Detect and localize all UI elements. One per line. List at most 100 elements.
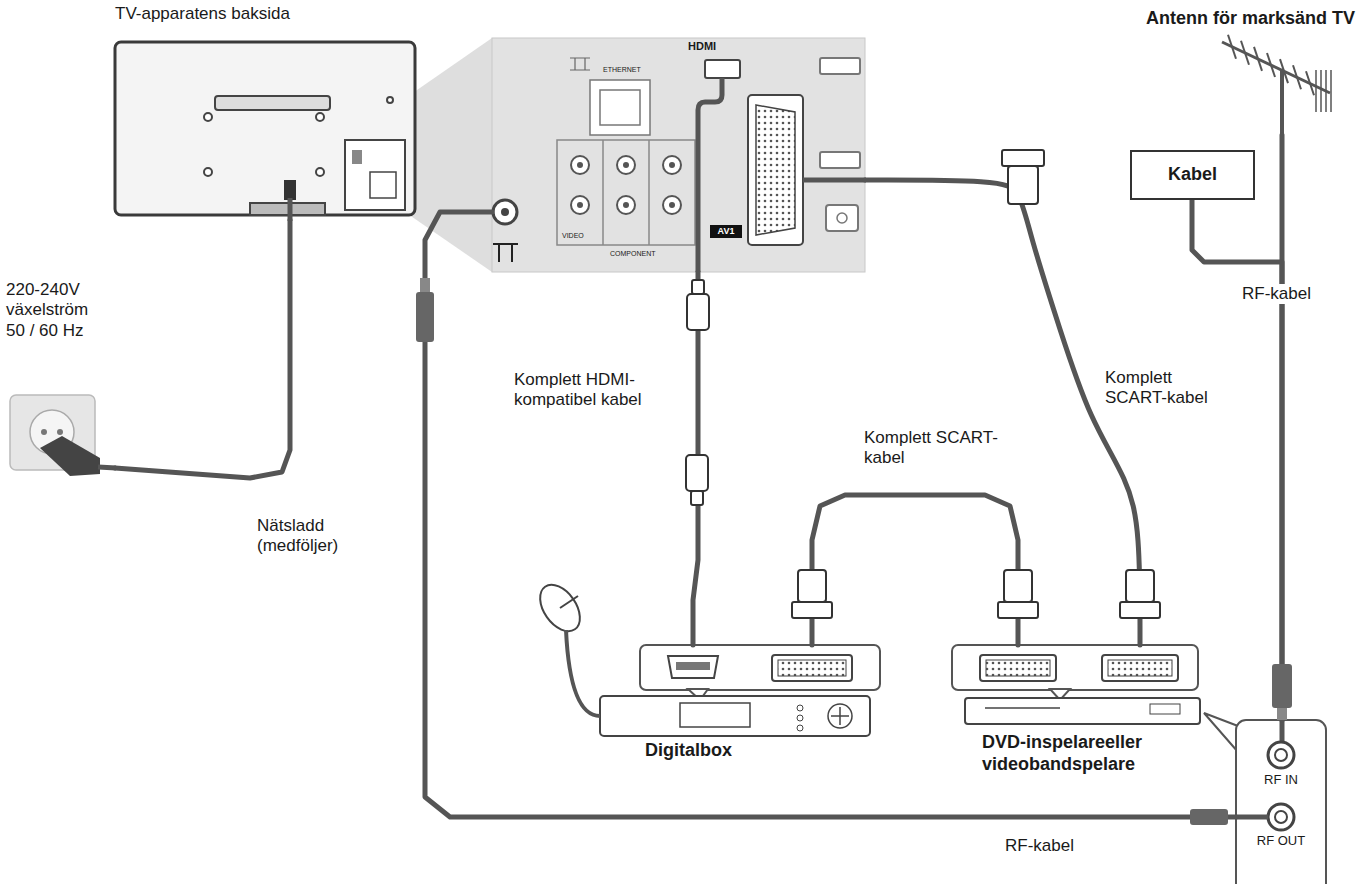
- digital-box: [797, 705, 803, 711]
- port-label: AV1: [710, 225, 742, 238]
- wall-socket: [10, 395, 116, 476]
- antenna: [1222, 42, 1330, 93]
- tv-back: [115, 42, 415, 215]
- tv-back: [345, 140, 405, 210]
- tv-back: [370, 172, 396, 198]
- scart-plug: [998, 602, 1038, 618]
- antenna: [1254, 47, 1262, 71]
- cable-label: RF-kabel: [1003, 836, 1076, 856]
- rf-plug: [1190, 809, 1228, 825]
- connection-panel: [663, 156, 681, 174]
- antenna: [1280, 59, 1288, 83]
- tv-set: TV-apparatens baksida: [110, 2, 420, 220]
- scart-plug: [798, 570, 826, 602]
- tv-back: [387, 97, 393, 103]
- digital-box: [640, 645, 880, 690]
- connection-panel: [698, 78, 722, 272]
- tv-back: [115, 42, 415, 221]
- cable: [865, 180, 1140, 645]
- dvd-recorder: [952, 645, 1198, 690]
- connection-panel: [590, 80, 650, 135]
- connection-panel: [826, 205, 858, 231]
- connection-panel: ETHERNETHDMIAV1VIDEOCOMPONENT: [492, 38, 865, 272]
- cable: [425, 212, 1236, 817]
- connection-panel: [820, 152, 860, 168]
- digital-box: [566, 630, 600, 716]
- connection-panel: [669, 162, 675, 168]
- connection-panel: [492, 38, 866, 272]
- digital-box: [532, 578, 588, 639]
- tv-back: [352, 150, 362, 164]
- antenna: [1330, 70, 1332, 112]
- digital-box: [772, 655, 852, 681]
- rf-terminals: RF INRF OUT: [1236, 720, 1328, 884]
- antenna: [1267, 53, 1275, 77]
- digital-box: [778, 660, 846, 676]
- rf-plug: [416, 292, 434, 342]
- cable-label: Nätsladd (medföljer): [255, 516, 359, 557]
- connection-panel: [570, 58, 590, 70]
- dvd-recorder: [1150, 704, 1180, 714]
- connection-panel: [492, 38, 865, 272]
- tv-back: [215, 96, 330, 110]
- connection-panel: [820, 58, 860, 74]
- antenna: [1315, 70, 1317, 112]
- box-label: Kabel: [1168, 164, 1217, 186]
- rf-plug: [420, 278, 430, 292]
- connection-panel: [748, 95, 803, 245]
- tv-back: [316, 113, 324, 121]
- dvd-recorder: DVD-inspelareeller videobandspelare: [950, 645, 1210, 795]
- cable-label: Komplett SCART- kabel: [862, 428, 1021, 469]
- rf-plug: [1272, 664, 1292, 708]
- tv-back: [204, 168, 212, 176]
- connection-panel: [705, 60, 740, 78]
- hdmi-plug: [687, 294, 709, 330]
- connection-panel: [493, 200, 517, 224]
- rf-inset: [1204, 713, 1326, 884]
- connection-panel: [669, 202, 675, 208]
- port-label: COMPONENT: [610, 250, 656, 258]
- digital-box: [668, 656, 718, 678]
- connection-panel: [501, 208, 509, 216]
- connection-panel: [663, 196, 681, 214]
- cable-label: Komplett SCART-kabel: [1103, 368, 1225, 409]
- device-title: Digitalbox: [645, 740, 732, 762]
- cable-label: Komplett HDMI- kompatibel kabel: [512, 370, 666, 411]
- antenna: [1241, 41, 1249, 65]
- antenna: [1293, 65, 1301, 89]
- rf-inset: [1268, 804, 1294, 830]
- wall-socket: [57, 429, 63, 435]
- antenna: [1325, 70, 1327, 112]
- device-title: DVD-inspelareeller videobandspelare: [982, 732, 1207, 775]
- connection-panel: [803, 178, 866, 183]
- antenna-node: Antenn för marksänd TV: [1075, 5, 1359, 135]
- power-spec: 220-240V växelström 50 / 60 Hz: [6, 280, 106, 341]
- cable-label: RF-kabel: [1240, 284, 1313, 304]
- connection-panel: [623, 162, 629, 168]
- scart-plug: [1008, 166, 1038, 204]
- cable: [1192, 200, 1282, 720]
- device-title: TV-apparatens baksida: [115, 4, 415, 24]
- dvd-recorder: [980, 655, 1056, 681]
- dvd-recorder: [952, 645, 1200, 724]
- wall-socket: [40, 436, 100, 476]
- connection-panel: [600, 90, 640, 125]
- rf-inset: [1204, 713, 1238, 752]
- connection-panel: [602, 140, 604, 245]
- antenna: [1222, 35, 1331, 136]
- connection-panel: [571, 156, 589, 174]
- port-label: VIDEO: [562, 232, 584, 240]
- connection-panel: [617, 156, 635, 174]
- cable: [115, 220, 290, 478]
- rf-inset: [1236, 720, 1326, 884]
- antenna: [1280, 70, 1284, 136]
- digital-box: [680, 703, 750, 727]
- terminal-label: RF IN: [1236, 772, 1326, 788]
- digital-box: [532, 578, 880, 736]
- dvd-recorder: [986, 660, 1050, 676]
- digital-box: [828, 704, 852, 728]
- rf-inset: [1235, 815, 1268, 820]
- connection-panel: [623, 202, 629, 208]
- connection-panel: [577, 162, 583, 168]
